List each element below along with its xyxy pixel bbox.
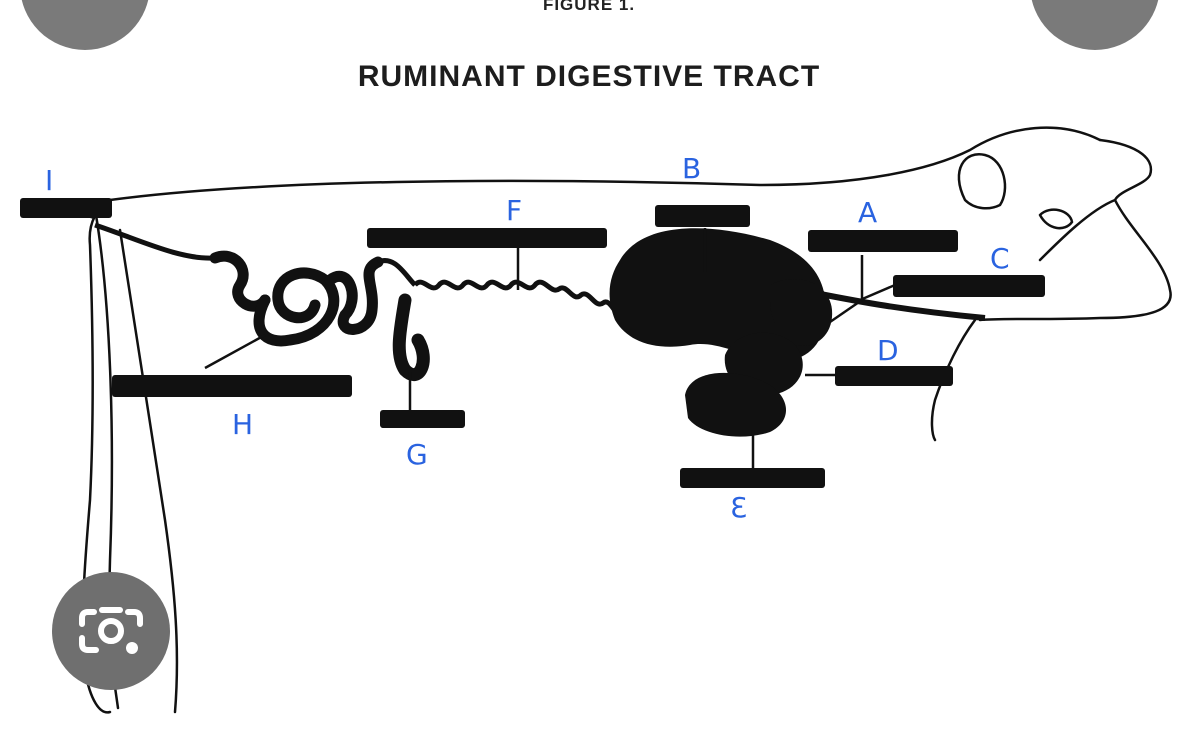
redacted-answer-g <box>380 410 465 428</box>
reticulum <box>770 279 833 346</box>
label-a: A <box>858 196 877 229</box>
redacted-answer-d <box>835 366 953 386</box>
redacted-answer-h <box>112 375 352 397</box>
redacted-answer-b <box>655 205 750 227</box>
redacted-answer-a <box>808 230 958 252</box>
lens-search-button[interactable] <box>52 572 170 690</box>
abomasum <box>685 372 787 437</box>
small-intestine <box>377 258 645 329</box>
rectum <box>94 222 216 261</box>
label-i: I <box>45 164 53 197</box>
redacted-answer-f <box>367 228 607 248</box>
label-c: C <box>990 242 1010 275</box>
cow-ear-outline <box>957 152 1007 210</box>
close-button[interactable] <box>20 0 150 50</box>
cow-leg-outline <box>118 228 179 714</box>
label-d: D <box>877 334 899 367</box>
stomach-highlight <box>638 346 717 362</box>
cow-jaw-outline <box>1038 198 1117 262</box>
diagram-title: RUMINANT DIGESTIVE TRACT <box>357 60 821 93</box>
figure-caption: FIGURE 1. <box>542 0 636 14</box>
label-f: F <box>506 194 522 227</box>
cecum <box>392 293 430 381</box>
cow-head-outline <box>978 138 1172 322</box>
label-g: G <box>406 438 428 471</box>
leader-a2 <box>829 298 863 324</box>
leader-c <box>859 283 896 302</box>
label-h: H <box>232 408 253 441</box>
cow-back-outline <box>108 126 1102 202</box>
redacted-answer-c <box>893 275 1045 297</box>
camera-search-icon <box>79 607 143 654</box>
redacted-answer-e <box>680 468 825 488</box>
large-intestine <box>209 250 384 347</box>
cow-neck-outline <box>930 318 977 442</box>
leader-h <box>204 333 266 370</box>
rumen <box>609 228 826 361</box>
label-e: Ɛ <box>730 491 747 524</box>
cow-eye <box>1038 208 1074 230</box>
label-b: B <box>682 152 701 185</box>
redacted-answer-i <box>20 198 112 218</box>
